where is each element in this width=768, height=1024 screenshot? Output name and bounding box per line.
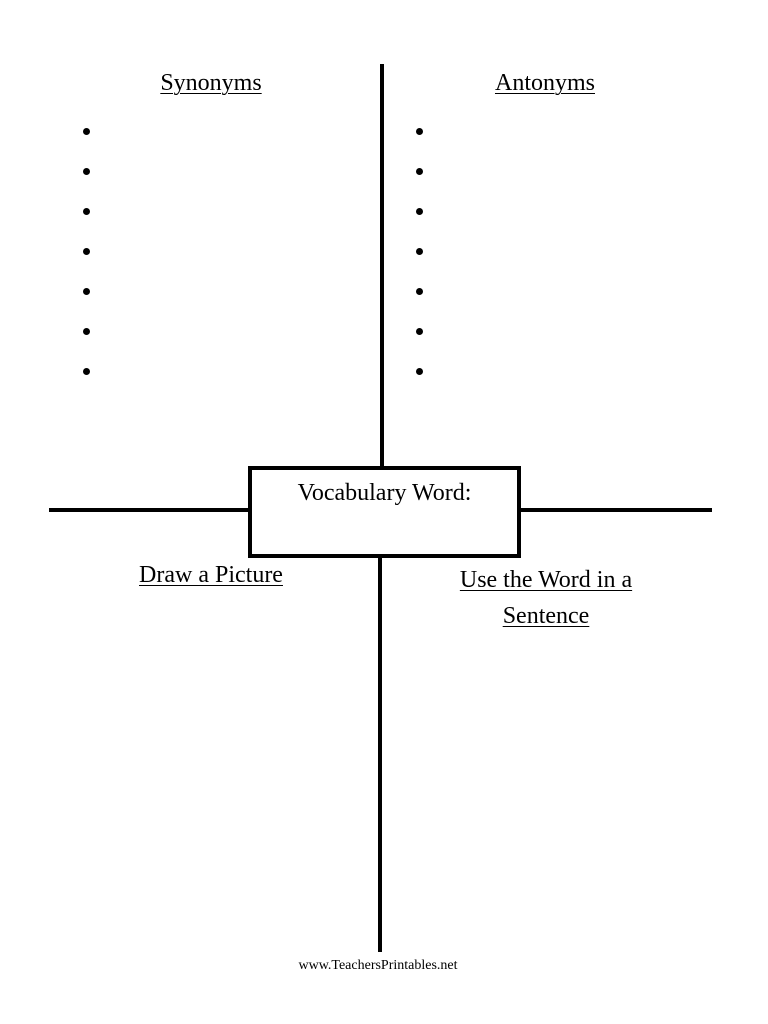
use-word-in-sentence-heading: Use the Word in a Sentence <box>459 567 633 629</box>
vertical-divider-bottom <box>378 556 382 952</box>
vocabulary-word-label: Vocabulary Word: <box>297 480 472 506</box>
antonym-bullet <box>416 168 423 175</box>
vocabulary-word-box: Vocabulary Word: <box>248 466 521 558</box>
synonym-bullet <box>83 128 90 135</box>
antonyms-heading: Antonyms <box>494 70 595 96</box>
synonym-bullet <box>83 208 90 215</box>
synonym-bullet <box>83 288 90 295</box>
footer-url: www.TeachersPrintables.net <box>298 958 458 973</box>
synonyms-heading: Synonyms <box>160 70 262 96</box>
synonym-bullet <box>83 328 90 335</box>
horizontal-divider-left <box>49 508 249 512</box>
antonym-bullet <box>416 328 423 335</box>
antonym-bullet <box>416 288 423 295</box>
antonym-bullet <box>416 248 423 255</box>
synonym-bullet <box>83 168 90 175</box>
synonym-bullet <box>83 248 90 255</box>
antonym-bullet <box>416 368 423 375</box>
horizontal-divider-right <box>517 508 712 512</box>
antonym-bullet <box>416 208 423 215</box>
vertical-divider-top <box>380 64 384 466</box>
draw-picture-heading: Draw a Picture <box>139 562 283 588</box>
antonym-bullet <box>416 128 423 135</box>
synonym-bullet <box>83 368 90 375</box>
